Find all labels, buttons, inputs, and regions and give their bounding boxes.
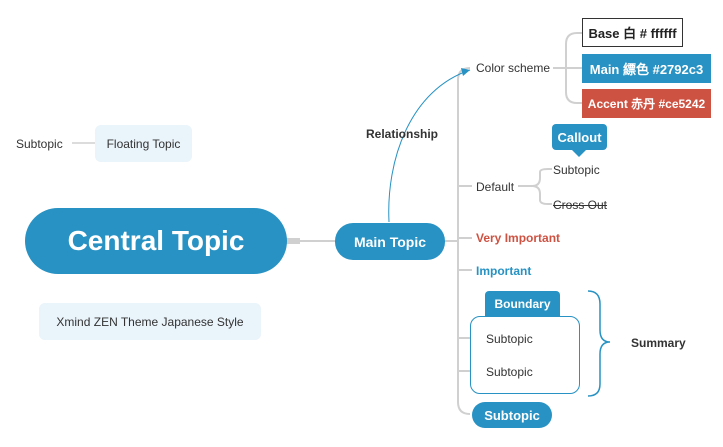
swatch-main[interactable]: Main 縹色 #2792c3 [582,54,711,83]
main-topic[interactable]: Main Topic [335,223,445,260]
boundary-label[interactable]: Boundary [485,291,560,316]
central-topic[interactable]: Central Topic [25,208,287,274]
bottom-subtopic[interactable]: Subtopic [472,402,552,428]
floating-topic[interactable]: Floating Topic [95,125,192,162]
floating-subtopic[interactable]: Subtopic [16,137,63,151]
default-topic[interactable]: Default [476,180,515,194]
cross-out-subtopic[interactable]: Cross Out [553,198,608,212]
color-scheme-topic[interactable]: Color scheme [476,61,551,75]
relationship-label[interactable]: Relationship [366,127,439,141]
swatch-accent[interactable]: Accent 赤丹 #ce5242 [582,89,711,118]
boundary-subtopic-1[interactable]: Subtopic [486,332,533,346]
callout[interactable]: Callout [552,124,607,150]
very-important-topic[interactable]: Very Important [476,231,561,245]
relationship-curve [388,69,471,223]
default-subtopic[interactable]: Subtopic [553,163,600,177]
boundary-subtopic-2[interactable]: Subtopic [486,365,533,379]
central-handle [286,238,300,244]
summary-topic[interactable]: Summary [631,336,686,350]
theme-note[interactable]: Xmind ZEN Theme Japanese Style [39,303,261,340]
swatch-base[interactable]: Base 白 # ffffff [582,18,683,47]
summary-bracket [587,290,611,397]
important-topic[interactable]: Important [476,264,532,278]
boundary[interactable] [470,316,580,394]
